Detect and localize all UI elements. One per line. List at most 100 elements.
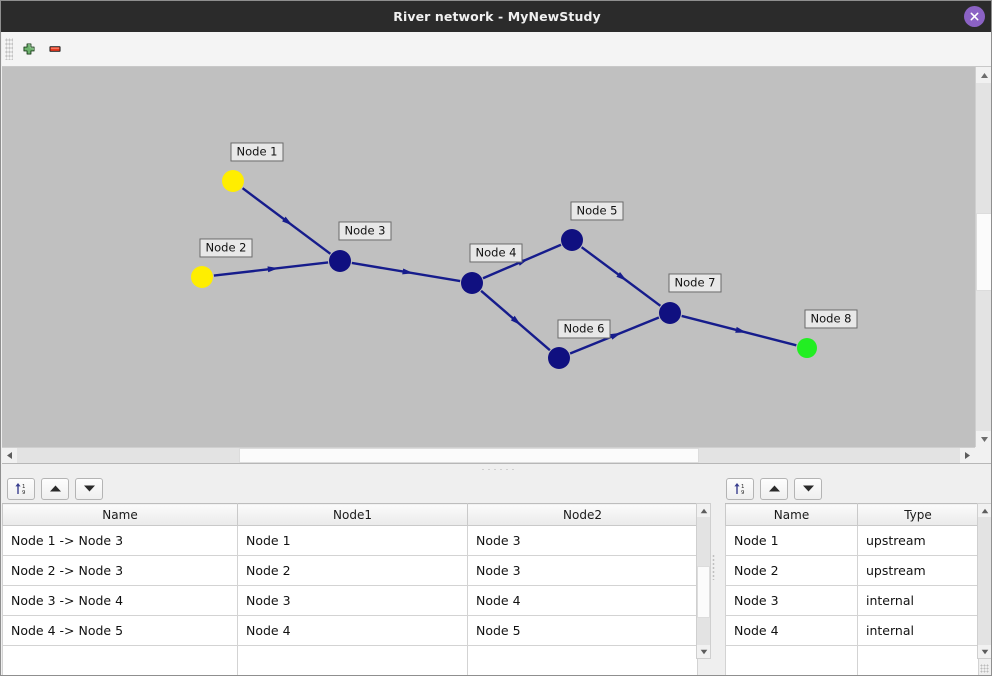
hscroll-track-left[interactable]	[17, 448, 239, 463]
links-scroll-thumb[interactable]	[697, 566, 710, 618]
nodes-cell[interactable]: Node 3	[725, 585, 858, 616]
triangle-down-icon	[981, 649, 988, 654]
nodes-cell-empty[interactable]	[725, 645, 858, 675]
nodes-move-up-button[interactable]	[760, 477, 788, 500]
table-row-empty[interactable]	[2, 645, 698, 675]
nodes-scroll-track[interactable]	[978, 517, 991, 645]
links-cell-empty[interactable]	[467, 645, 698, 675]
edge-arrow-icon	[735, 326, 747, 333]
hscroll-track-right[interactable]	[699, 448, 960, 463]
graph-node-label[interactable]: Node 5	[570, 201, 624, 221]
links-cell[interactable]: Node 2 -> Node 3	[2, 555, 238, 586]
links-scroll-track-upper[interactable]	[697, 517, 710, 566]
nodes-sort-button[interactable]: 1 9	[726, 477, 754, 500]
nodes-cell[interactable]: Node 4	[725, 615, 858, 646]
scroll-track-upper[interactable]	[976, 83, 991, 213]
graph-node-label[interactable]: Node 2	[199, 238, 253, 258]
delete-node-button[interactable]	[42, 36, 68, 62]
scroll-left-button[interactable]	[2, 448, 17, 463]
graph-node-label[interactable]: Node 7	[668, 273, 722, 293]
graph-hscroll-thumb[interactable]	[239, 448, 699, 463]
graph-vscroll-thumb[interactable]	[976, 213, 991, 291]
graph-node-node-4[interactable]	[461, 272, 483, 294]
links-table-scrollbar[interactable]	[696, 503, 711, 659]
nodes-move-down-button[interactable]	[794, 477, 822, 500]
nodes-cell[interactable]: upstream	[857, 555, 979, 586]
links-move-down-button[interactable]	[75, 477, 103, 500]
nodes-cell[interactable]: internal	[857, 615, 979, 646]
nodes-column-header[interactable]: Name	[725, 503, 858, 526]
links-cell[interactable]: Node 1	[237, 525, 468, 556]
graph-node-label[interactable]: Node 6	[557, 319, 611, 339]
scroll-right-button[interactable]	[960, 448, 975, 463]
links-cell-empty[interactable]	[2, 645, 238, 675]
graph-node-node-3[interactable]	[329, 250, 351, 272]
links-scroll-down-button[interactable]	[697, 645, 710, 658]
links-cell[interactable]: Node 5	[467, 615, 698, 646]
graph-node-node-8[interactable]	[797, 338, 817, 358]
window-resize-grip[interactable]	[980, 664, 989, 673]
nodes-column-header[interactable]: Type	[857, 503, 979, 526]
links-cell[interactable]: Node 3 -> Node 4	[2, 585, 238, 616]
links-cell[interactable]: Node 3	[467, 525, 698, 556]
toolbar-grip[interactable]	[5, 38, 13, 60]
links-cell[interactable]: Node 4	[237, 615, 468, 646]
triangle-up-icon	[700, 508, 707, 513]
graph-node-label[interactable]: Node 4	[469, 243, 523, 263]
graph-node-node-5[interactable]	[561, 229, 583, 251]
links-cell[interactable]: Node 1 -> Node 3	[2, 525, 238, 556]
nodes-cell[interactable]: internal	[857, 585, 979, 616]
links-cell[interactable]: Node 4 -> Node 5	[2, 615, 238, 646]
title-bar: River network - MyNewStudy	[1, 1, 991, 32]
links-cell-empty[interactable]	[237, 645, 468, 675]
nodes-cell[interactable]: Node 1	[725, 525, 858, 556]
links-sort-button[interactable]: 1 9	[7, 477, 35, 500]
links-cell[interactable]: Node 3	[467, 555, 698, 586]
add-node-button[interactable]	[16, 36, 42, 62]
graph-node-node-6[interactable]	[548, 347, 570, 369]
graph-node-node-1[interactable]	[222, 170, 244, 192]
vertical-pane-divider[interactable]	[712, 474, 715, 675]
links-scroll-up-button[interactable]	[697, 504, 710, 517]
links-scroll-track-lower[interactable]	[697, 618, 710, 645]
links-cell[interactable]: Node 4	[467, 585, 698, 616]
nodes-cell[interactable]: Node 2	[725, 555, 858, 586]
table-row-empty[interactable]	[725, 645, 979, 675]
nodes-scroll-down-button[interactable]	[978, 645, 991, 658]
links-column-header[interactable]: Node2	[467, 503, 698, 526]
scroll-down-button[interactable]	[976, 431, 991, 447]
links-column-header[interactable]: Node1	[237, 503, 468, 526]
horizontal-splitter[interactable]	[2, 463, 991, 474]
graph-node-label[interactable]: Node 3	[338, 221, 392, 241]
graph-node-label[interactable]: Node 1	[230, 142, 284, 162]
graph-node-node-7[interactable]	[659, 302, 681, 324]
network-diagram-canvas[interactable]: Node 1 Node 2 Node 3 Node 4 Node 5 Node 6 Node…	[2, 67, 975, 447]
graph-node-label[interactable]: Node 8	[804, 309, 858, 329]
links-column-header[interactable]: Name	[2, 503, 238, 526]
svg-text:1: 1	[22, 484, 25, 490]
nodes-cell-empty[interactable]	[857, 645, 979, 675]
close-button[interactable]	[964, 6, 985, 27]
graph-horizontal-scrollbar[interactable]	[2, 447, 975, 463]
links-cell[interactable]: Node 2	[237, 555, 468, 586]
links-cell[interactable]: Node 3	[237, 585, 468, 616]
nodes-scroll-up-button[interactable]	[978, 504, 991, 517]
scroll-track-lower[interactable]	[976, 291, 991, 431]
scroll-up-button[interactable]	[976, 67, 991, 83]
graph-node-node-2[interactable]	[191, 266, 213, 288]
links-move-up-button[interactable]	[41, 477, 69, 500]
graph-vertical-scrollbar[interactable]	[975, 67, 991, 447]
nodes-cell[interactable]: upstream	[857, 525, 979, 556]
nodes-table-scrollbar[interactable]	[977, 503, 991, 659]
